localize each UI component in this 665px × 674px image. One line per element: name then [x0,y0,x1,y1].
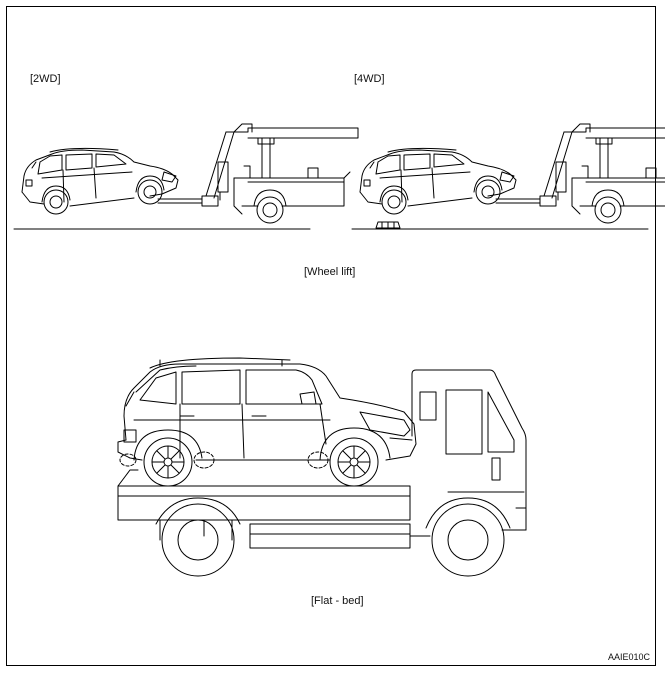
four-wd-label: [4WD] [354,73,385,85]
two-wd-tow-truck [157,123,359,224]
figure-code: AAIE010C [608,652,651,662]
wheel-lift-caption: [Wheel lift] [304,266,356,278]
four-wd-tow-truck [495,123,665,224]
flat-bed-suv [118,358,416,486]
four-wd-suv [359,147,517,215]
four-wd-dolly [375,221,401,229]
two-wd-suv [21,147,179,215]
flat-bed-truck [118,370,526,576]
two-wd-label: [2WD] [30,73,61,85]
flat-bed-caption: [Flat - bed] [311,595,364,607]
figure-frame [6,6,656,666]
